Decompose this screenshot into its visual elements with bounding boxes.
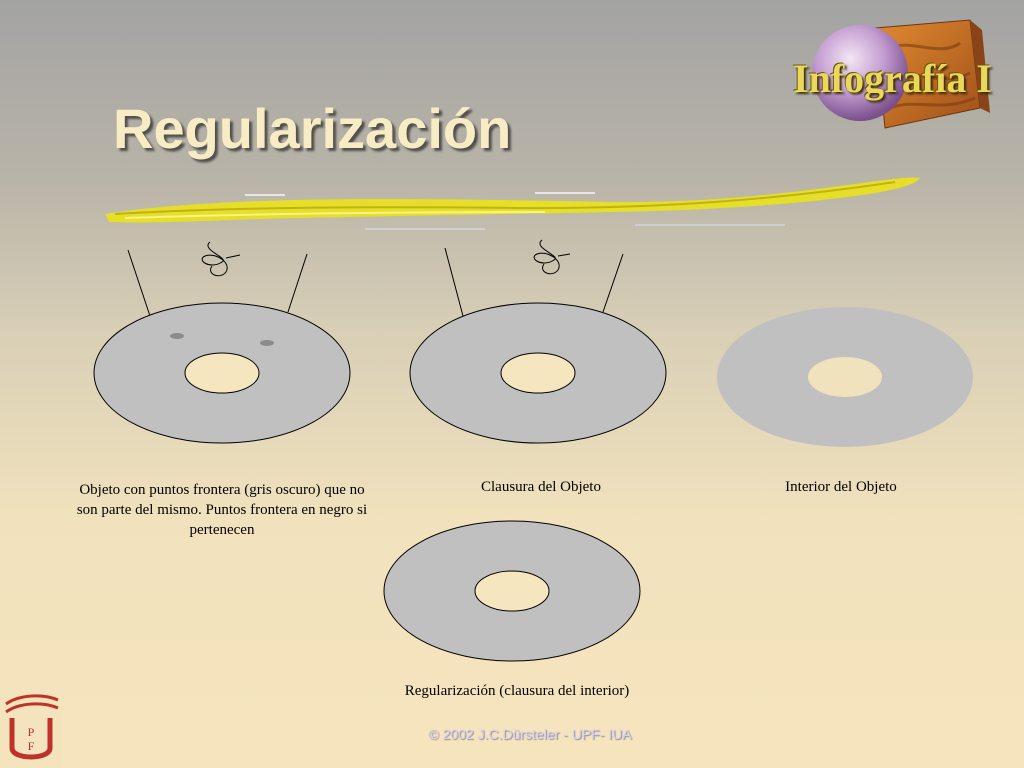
object-interior [717,307,973,447]
infografia-logo [812,19,990,129]
caption-object-boundary: Objeto con puntos frontera (gris oscuro)… [76,482,368,538]
caption-interior: Interior del Objeto [785,479,897,495]
copyright-text: © 2002 J.C.Dürsteler - UPF- IUA [428,726,632,742]
yellow-brush-rule [105,177,920,230]
boundary-point [170,333,184,339]
regularization-result [383,520,641,662]
caption-closure: Clausura del Objeto [481,479,601,495]
caption-regularization: Regularización (clausura del interior) [404,683,630,699]
svg-text:F: F [28,739,35,753]
upf-logo: P F [0,690,62,768]
object-with-boundary-points [93,241,351,444]
boundary-point [260,340,274,346]
svg-text:P: P [28,725,35,739]
object-closure [409,239,667,444]
slide-title: Regularización [113,97,512,160]
logo-text: Infografía I [793,56,992,101]
